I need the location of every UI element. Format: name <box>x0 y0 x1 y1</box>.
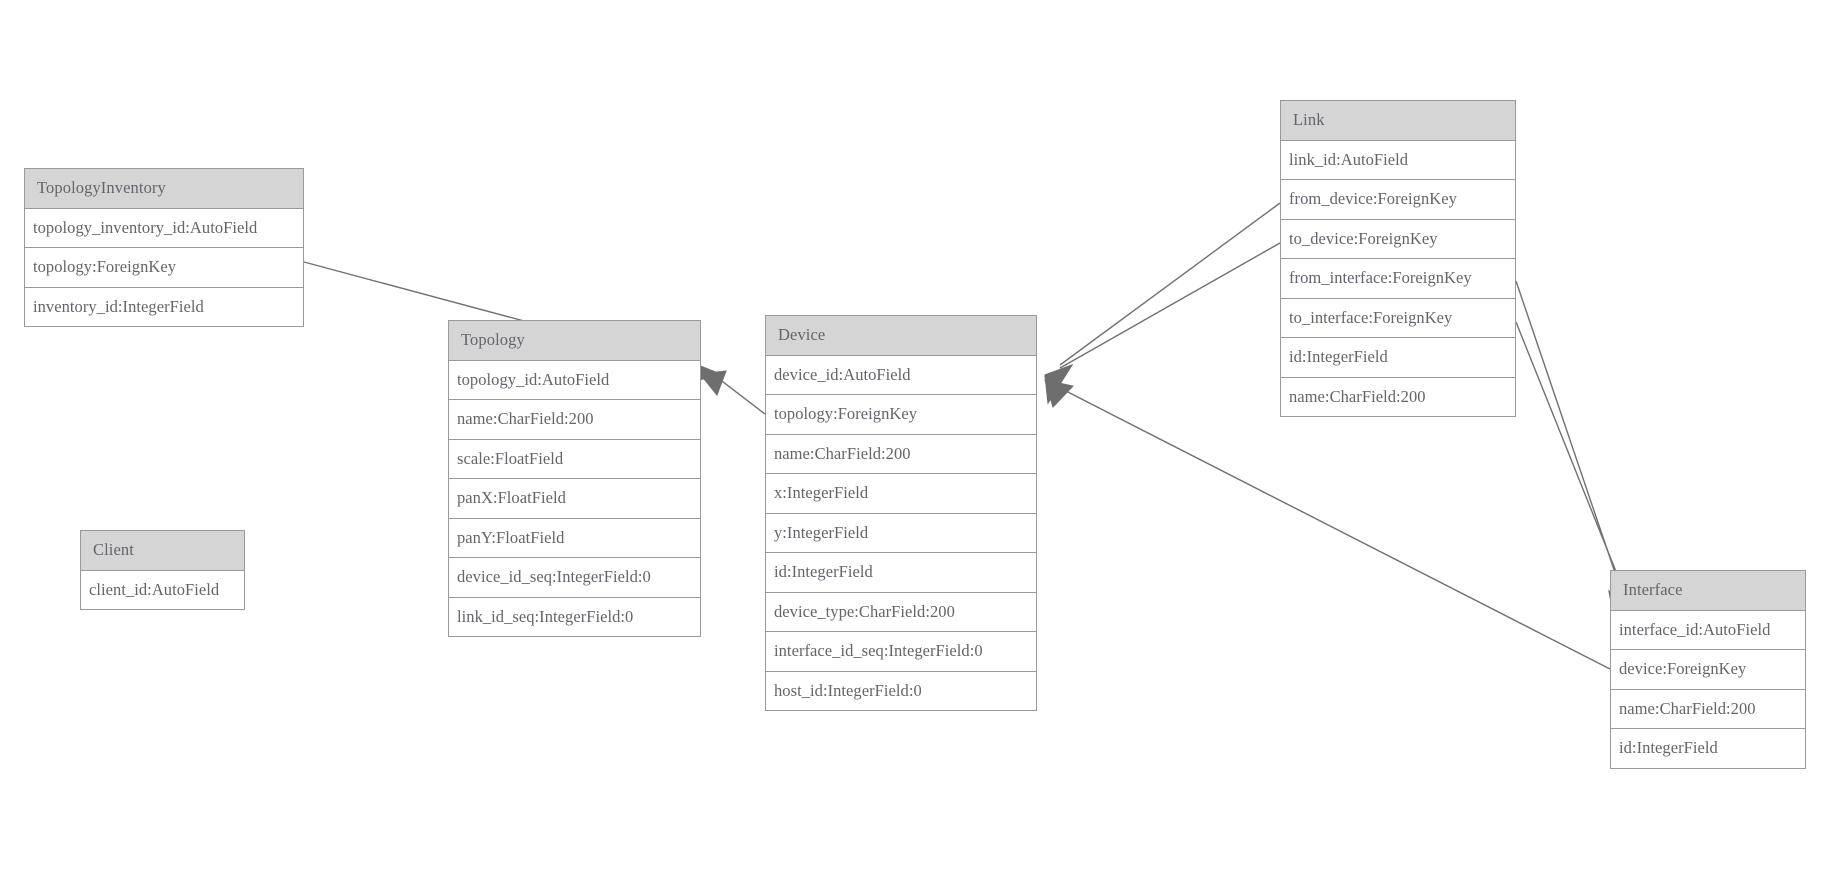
relation-arrowhead <box>699 370 727 396</box>
relation-line <box>1059 242 1281 369</box>
relation-line <box>1515 280 1626 603</box>
entity-field-row: device_id:AutoField <box>766 355 1036 395</box>
entity-field-row: name:CharField:200 <box>449 400 700 440</box>
entity-field-row: host_id:IntegerField:0 <box>766 671 1036 710</box>
entity-field-row: interface_id_seq:IntegerField:0 <box>766 632 1036 672</box>
entity-field-row: id:IntegerField <box>1611 729 1805 768</box>
relation-line <box>1515 321 1630 605</box>
entity-title-client: Client <box>81 531 244 571</box>
relation-link-from-device <box>1044 202 1281 405</box>
entity-field-row: panY:FloatField <box>449 518 700 558</box>
entity-field-row: topology:ForeignKey <box>766 395 1036 435</box>
entity-title-topologyinventory: TopologyInventory <box>25 169 303 209</box>
entity-field-row: to_device:ForeignKey <box>1281 219 1515 259</box>
entity-field-row: scale:FloatField <box>449 439 700 479</box>
relation-arrowhead <box>1044 364 1074 405</box>
entity-field-row: name:CharField:200 <box>1611 689 1805 729</box>
entity-field-row: topology_inventory_id:AutoField <box>25 208 303 248</box>
entity-field-row: topology:ForeignKey <box>25 248 303 288</box>
entity-field-row: y:IntegerField <box>766 513 1036 553</box>
entity-field-row: from_device:ForeignKey <box>1281 180 1515 220</box>
relation-line <box>1059 387 1611 670</box>
entity-field-row: device_type:CharField:200 <box>766 592 1036 632</box>
entity-field-row: x:IntegerField <box>766 474 1036 514</box>
relation-line <box>713 374 766 415</box>
relation-line <box>1059 202 1281 366</box>
entity-title-topology: Topology <box>449 321 700 361</box>
entity-field-row: device_id_seq:IntegerField:0 <box>449 558 700 598</box>
entity-field-row: inventory_id:IntegerField <box>25 287 303 326</box>
relation-device-topology <box>699 370 766 415</box>
entity-title-device: Device <box>766 316 1036 356</box>
entity-field-row: from_interface:ForeignKey <box>1281 259 1515 299</box>
entity-field-row: name:CharField:200 <box>1281 377 1515 416</box>
entity-title-link: Link <box>1281 101 1515 141</box>
entity-field-row: client_id:AutoField <box>81 570 244 609</box>
relation-arrowhead <box>1044 379 1074 408</box>
entity-field-row: name:CharField:200 <box>766 434 1036 474</box>
entity-field-row: device:ForeignKey <box>1611 650 1805 690</box>
entity-title-interface: Interface <box>1611 571 1805 611</box>
entity-field-row: interface_id:AutoField <box>1611 610 1805 650</box>
relation-interface-device <box>1044 379 1611 670</box>
relation-link-to-device <box>1044 242 1281 405</box>
entity-field-row: id:IntegerField <box>1281 338 1515 378</box>
entity-field-row: link_id:AutoField <box>1281 140 1515 180</box>
entity-field-row: to_interface:ForeignKey <box>1281 298 1515 338</box>
entity-field-row: id:IntegerField <box>766 553 1036 593</box>
entity-field-row: topology_id:AutoField <box>449 360 700 400</box>
relation-arrowhead <box>1044 364 1074 405</box>
entity-field-row: panX:FloatField <box>449 479 700 519</box>
entity-field-row: link_id_seq:IntegerField:0 <box>449 597 700 636</box>
